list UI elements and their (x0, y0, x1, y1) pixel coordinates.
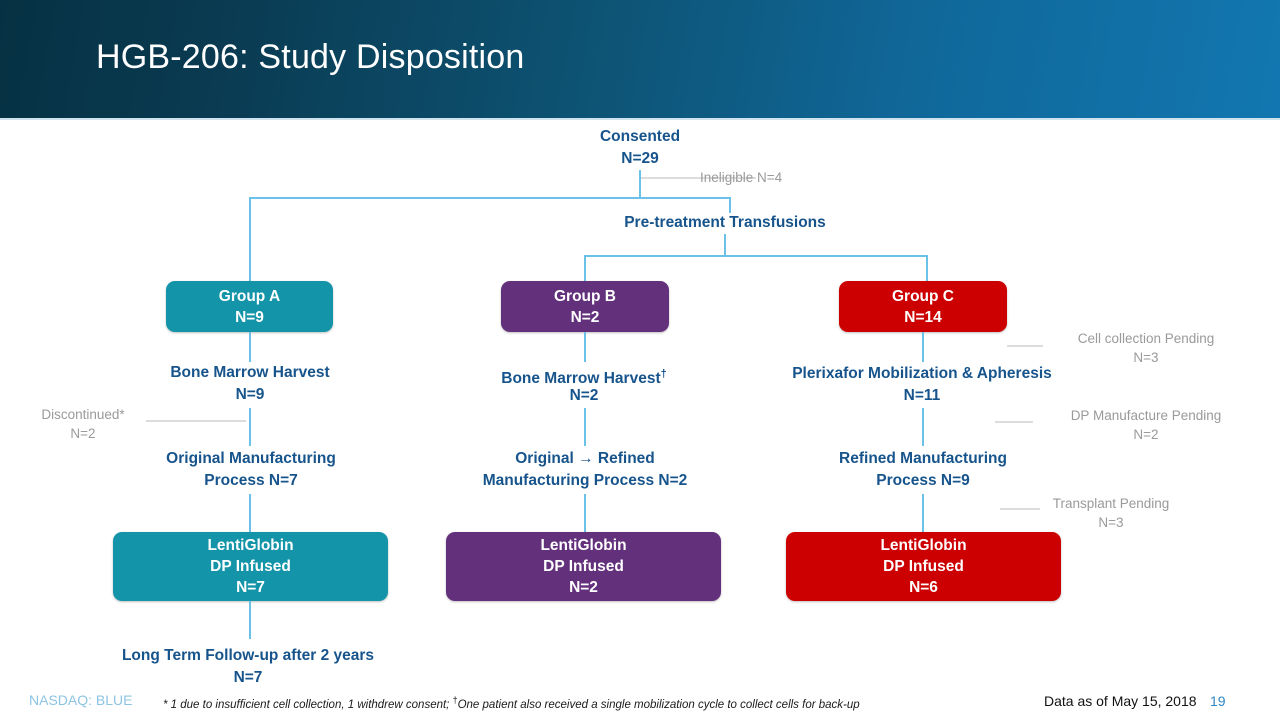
group-c-count: N=14 (904, 308, 942, 326)
group-a-box[interactable]: Group A N=9 (166, 281, 333, 332)
harvest-c-count: N=11 (903, 387, 941, 404)
infused-a-box[interactable]: LentiGlobin DP Infused N=7 (113, 532, 388, 601)
group-a-drop (249, 197, 251, 281)
data-as-of-label: Data as of May 15, 2018 (1044, 693, 1197, 709)
consented-count: N=29 (621, 150, 659, 167)
dp-manufacture-pending-label: DP Manufacture Pending (1070, 408, 1222, 423)
dagger-icon: † (660, 368, 667, 380)
footnote-part-a: * 1 due to insufficient cell collection,… (163, 698, 453, 711)
nasdaq-ticker: NASDAQ: BLUE (29, 692, 133, 708)
pretreatment-drop (729, 197, 731, 213)
manufacturing-c-line1: Refined Manufacturing (839, 450, 1007, 467)
pretreatment-label: Pre-treatment Transfusions (624, 214, 826, 231)
pretreatment-stem (724, 234, 726, 256)
consented-label: Consented (599, 128, 681, 145)
infused-a-line1: LentiGlobin (207, 537, 294, 554)
harvest-b-to-manufacturing (584, 408, 586, 446)
infused-a-line2: DP Infused (210, 558, 291, 575)
infused-a-to-followup (249, 601, 251, 639)
dp-manufacture-pending-count: N=2 (1133, 427, 1159, 442)
group-a-to-harvest (249, 332, 251, 362)
ineligible-connector (641, 177, 756, 179)
footnote-part-b: One patient also received a single mobil… (457, 698, 860, 711)
cell-collection-pending-count: N=3 (1133, 350, 1159, 365)
followup-label: Long Term Follow-up after 2 years (121, 647, 375, 664)
footnote: * 1 due to insufficient cell collection,… (163, 695, 860, 711)
manufacturing-b-line1: Original → Refined (515, 450, 655, 467)
infused-b-box[interactable]: LentiGlobin DP Infused N=2 (446, 532, 721, 601)
infused-c-line1: LentiGlobin (880, 537, 967, 554)
infused-c-line3: N=6 (909, 579, 938, 596)
manufacturing-a-to-infused (249, 494, 251, 532)
transplant-pending-connector (1000, 508, 1040, 510)
harvest-a-count: N=9 (235, 386, 265, 403)
transplant-pending-count: N=3 (1098, 515, 1124, 530)
infused-c-line2: DP Infused (883, 558, 964, 575)
manufacturing-c-line2: Process N=9 (876, 472, 970, 489)
infused-c-box[interactable]: LentiGlobin DP Infused N=6 (786, 532, 1061, 601)
infused-b-line3: N=2 (569, 579, 598, 596)
group-c-title: Group C (892, 287, 954, 305)
harvest-c-to-manufacturing (922, 408, 924, 446)
footnote-dagger-icon: † (452, 695, 458, 705)
group-b-title: Group B (554, 287, 616, 305)
group-c-box[interactable]: Group C N=14 (839, 281, 1007, 332)
discontinued-label: Discontinued* (41, 407, 125, 422)
ineligible-label: Ineligible N=4 (700, 170, 783, 185)
group-b-drop (584, 255, 586, 281)
harvest-a-label: Bone Marrow Harvest (170, 364, 330, 381)
page-title: HGB-206: Study Disposition (96, 38, 525, 76)
harvest-b-label: Bone Marrow Harvest† (454, 363, 714, 390)
group-b-box[interactable]: Group B N=2 (501, 281, 669, 332)
group-c-drop (926, 255, 928, 281)
slide-header: HGB-206: Study Disposition (0, 0, 1280, 118)
group-b-to-harvest (584, 332, 586, 362)
slide-number: 19 (1210, 693, 1226, 709)
infused-a-line3: N=7 (236, 579, 265, 596)
manufacturing-a-line2: Process N=7 (204, 472, 298, 489)
consented-stem (639, 170, 641, 198)
cell-collection-pending-label: Cell collection Pending (1077, 331, 1215, 346)
top-split-line (249, 197, 730, 199)
infused-b-line1: LentiGlobin (540, 537, 627, 554)
discontinued-count: N=2 (70, 426, 96, 441)
infused-b-line2: DP Infused (543, 558, 624, 575)
cell-collection-connector (1007, 345, 1043, 347)
followup-count: N=7 (233, 669, 263, 686)
manufacturing-b-line2: Manufacturing Process N=2 (482, 472, 688, 489)
manufacturing-c-to-infused (922, 494, 924, 532)
group-b-count: N=2 (570, 308, 600, 326)
group-a-count: N=9 (235, 308, 264, 326)
harvest-b-text: Bone Marrow Harvest (501, 370, 661, 388)
manufacturing-a-line1: Original Manufacturing (166, 450, 336, 467)
group-a-title: Group A (218, 287, 281, 305)
group-bc-split-line (584, 255, 928, 257)
harvest-c-label: Plerixafor Mobilization & Apheresis (792, 365, 1052, 382)
group-c-to-harvest (922, 332, 924, 362)
dp-manufacture-connector (995, 421, 1033, 423)
harvest-a-to-manufacturing (249, 408, 251, 446)
header-divider (0, 118, 1280, 120)
transplant-pending-label: Transplant Pending (1052, 496, 1170, 511)
manufacturing-b-to-infused (584, 494, 586, 532)
harvest-b-count: N=2 (569, 387, 599, 404)
discontinued-connector (146, 420, 246, 422)
